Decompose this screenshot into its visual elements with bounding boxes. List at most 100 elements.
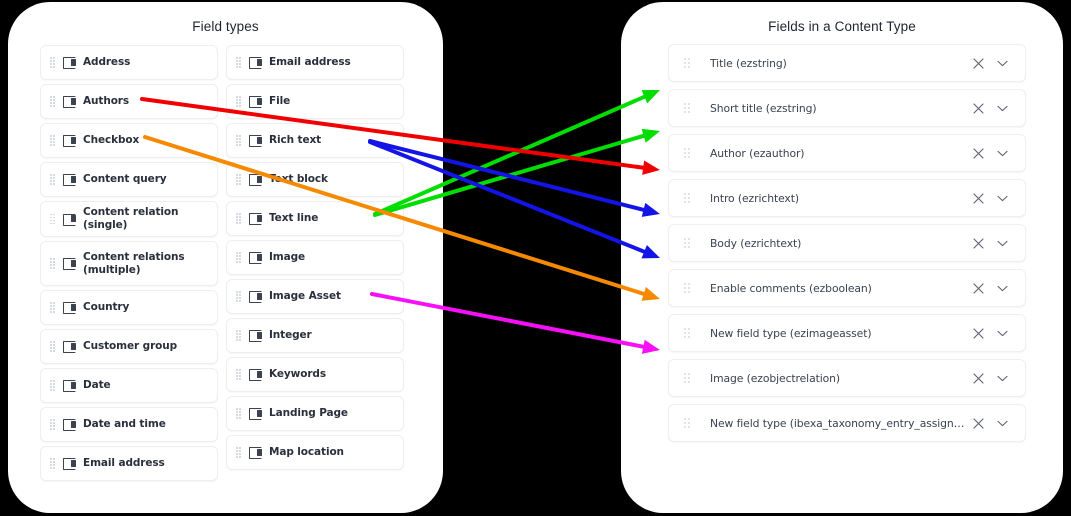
field-type-icon — [63, 258, 76, 270]
field-type-item[interactable]: Image — [226, 240, 404, 275]
chevron-down-icon[interactable] — [993, 324, 1011, 342]
content-type-field-row[interactable]: Author (ezauthor) — [668, 134, 1026, 172]
field-type-item[interactable]: Customer group — [40, 329, 218, 364]
drag-handle-icon[interactable] — [48, 96, 57, 108]
field-type-item[interactable]: Email address — [40, 446, 218, 481]
chevron-down-icon[interactable] — [993, 234, 1011, 252]
drag-handle-icon[interactable] — [234, 213, 243, 225]
field-type-icon — [249, 330, 262, 342]
content-type-field-row[interactable]: Body (ezrichtext) — [668, 224, 1026, 262]
field-type-item[interactable]: Country — [40, 290, 218, 325]
field-type-item[interactable]: Content relations (multiple) — [40, 241, 218, 286]
content-type-field-row[interactable]: Short title (ezstring) — [668, 89, 1026, 127]
content-type-field-label: New field type (ezimageasset) — [710, 326, 872, 340]
drag-handle-icon[interactable] — [682, 372, 692, 385]
close-icon[interactable] — [969, 279, 987, 297]
chevron-down-icon[interactable] — [993, 414, 1011, 432]
field-type-icon — [249, 57, 262, 69]
drag-handle-icon[interactable] — [682, 192, 692, 205]
drag-handle-icon[interactable] — [682, 327, 692, 340]
chevron-down-icon[interactable] — [993, 279, 1011, 297]
drag-handle-icon[interactable] — [48, 458, 57, 470]
close-icon[interactable] — [969, 54, 987, 72]
content-type-field-row[interactable]: Image (ezobjectrelation) — [668, 359, 1026, 397]
drag-handle-icon[interactable] — [234, 447, 243, 459]
close-icon[interactable] — [969, 414, 987, 432]
field-type-label: Rich text — [269, 134, 322, 146]
field-type-item[interactable]: Keywords — [226, 357, 404, 392]
content-type-field-row[interactable]: Title (ezstring) — [668, 44, 1026, 82]
field-type-label: Country — [83, 301, 130, 313]
drag-handle-icon[interactable] — [48, 135, 57, 147]
content-type-field-label: Title (ezstring) — [710, 56, 787, 70]
drag-handle-icon[interactable] — [48, 419, 57, 431]
drag-handle-icon[interactable] — [682, 57, 692, 70]
field-type-item[interactable]: Date and time — [40, 407, 218, 442]
close-icon[interactable] — [969, 144, 987, 162]
field-type-label: Date and time — [83, 418, 166, 430]
content-type-field-row[interactable]: New field type (ibexa_taxonomy_entry_ass… — [668, 404, 1026, 442]
field-type-item[interactable]: Landing Page — [226, 396, 404, 431]
chevron-down-icon[interactable] — [993, 54, 1011, 72]
drag-handle-icon[interactable] — [234, 330, 243, 342]
field-type-item[interactable]: File — [226, 84, 404, 119]
drag-handle-icon[interactable] — [48, 213, 57, 225]
drag-handle-icon[interactable] — [682, 102, 692, 115]
drag-handle-icon[interactable] — [234, 135, 243, 147]
field-type-item[interactable]: Address — [40, 45, 218, 80]
chevron-down-icon[interactable] — [993, 369, 1011, 387]
field-type-label: Address — [83, 56, 131, 68]
field-type-item[interactable]: Date — [40, 368, 218, 403]
content-type-fields-panel-title: Fields in a Content Type — [768, 19, 916, 34]
drag-handle-icon[interactable] — [682, 237, 692, 250]
content-type-field-label: Short title (ezstring) — [710, 101, 817, 115]
close-icon[interactable] — [969, 369, 987, 387]
content-type-field-row[interactable]: Enable comments (ezboolean) — [668, 269, 1026, 307]
field-type-icon — [249, 447, 262, 459]
drag-handle-icon[interactable] — [682, 417, 692, 430]
chevron-down-icon[interactable] — [993, 189, 1011, 207]
drag-handle-icon[interactable] — [234, 291, 243, 303]
field-type-label: Authors — [83, 95, 130, 107]
field-type-item[interactable]: Content relation (single) — [40, 201, 218, 237]
field-type-item[interactable]: Email address — [226, 45, 404, 80]
close-icon[interactable] — [969, 324, 987, 342]
field-type-item[interactable]: Rich text — [226, 123, 404, 158]
field-type-icon — [249, 408, 262, 420]
drag-handle-icon[interactable] — [234, 369, 243, 381]
close-icon[interactable] — [969, 189, 987, 207]
drag-handle-icon[interactable] — [234, 57, 243, 69]
field-type-item[interactable]: Checkbox — [40, 123, 218, 158]
drag-handle-icon[interactable] — [682, 282, 692, 295]
field-type-item[interactable]: Image Asset — [226, 279, 404, 314]
field-type-item[interactable]: Text line — [226, 201, 404, 236]
drag-handle-icon[interactable] — [48, 341, 57, 353]
close-icon[interactable] — [969, 99, 987, 117]
field-type-item[interactable]: Content query — [40, 162, 218, 197]
field-type-item[interactable]: Integer — [226, 318, 404, 353]
drag-handle-icon[interactable] — [48, 380, 57, 392]
content-type-field-row[interactable]: New field type (ezimageasset) — [668, 314, 1026, 352]
drag-handle-icon[interactable] — [234, 96, 243, 108]
field-type-label: Checkbox — [83, 134, 140, 146]
field-type-label: Content relations (multiple) — [83, 250, 185, 276]
field-type-icon — [63, 302, 76, 314]
content-type-field-row[interactable]: Intro (ezrichtext) — [668, 179, 1026, 217]
drag-handle-icon[interactable] — [234, 174, 243, 186]
field-type-item[interactable]: Map location — [226, 435, 404, 470]
drag-handle-icon[interactable] — [48, 258, 57, 270]
drag-handle-icon[interactable] — [48, 57, 57, 69]
close-icon[interactable] — [969, 234, 987, 252]
drag-handle-icon[interactable] — [48, 302, 57, 314]
drag-handle-icon[interactable] — [234, 252, 243, 264]
drag-handle-icon[interactable] — [682, 147, 692, 160]
field-type-icon — [249, 135, 262, 147]
field-type-item[interactable]: Authors — [40, 84, 218, 119]
chevron-down-icon[interactable] — [993, 144, 1011, 162]
drag-handle-icon[interactable] — [48, 174, 57, 186]
drag-handle-icon[interactable] — [234, 408, 243, 420]
chevron-down-icon[interactable] — [993, 99, 1011, 117]
field-type-label: Customer group — [83, 340, 178, 352]
field-type-item[interactable]: Text block — [226, 162, 404, 197]
